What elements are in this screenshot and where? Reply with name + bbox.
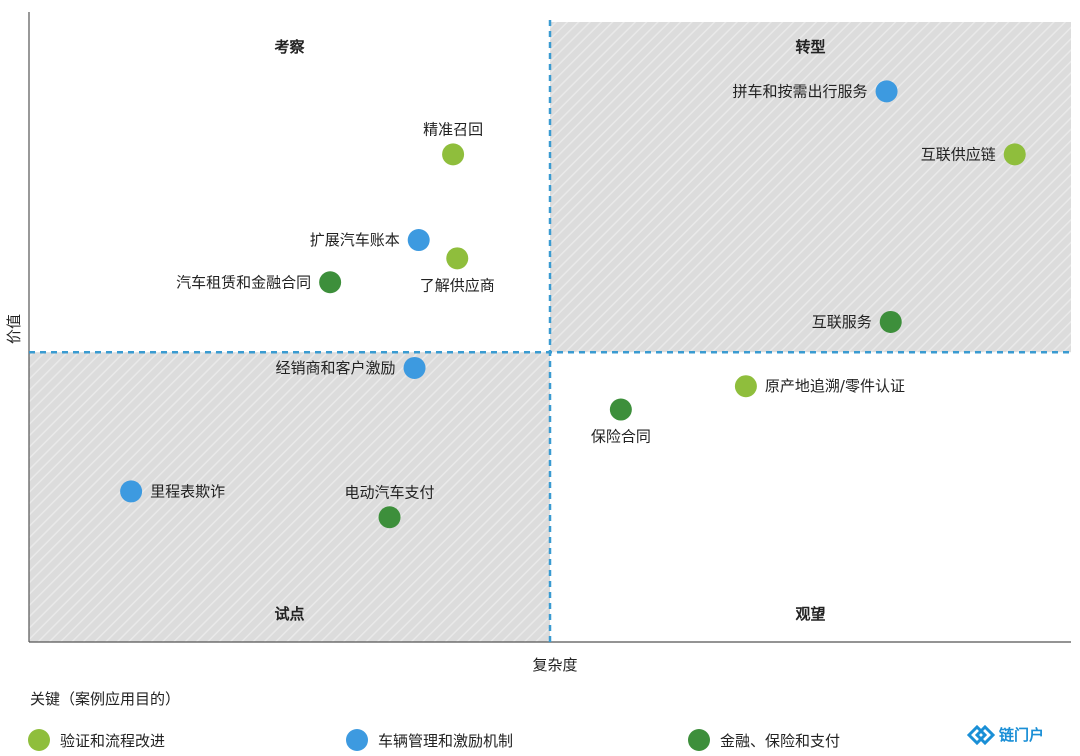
quadrant-bg-bottom-left	[29, 352, 550, 642]
data-label-s0-p3: 原产地追溯/零件认证	[765, 377, 905, 395]
legend-label-validation: 验证和流程改进	[60, 731, 166, 750]
logo-text: 链门户	[998, 726, 1044, 744]
data-label-s1-p3: 里程表欺诈	[150, 482, 225, 500]
quadrant-label-bottom-left: 试点	[274, 605, 304, 623]
x-axis-label: 复杂度	[532, 656, 577, 674]
data-point-s2-p1	[879, 310, 902, 333]
logo-icon	[966, 724, 995, 745]
data-label-s2-p1: 互联服务	[812, 313, 872, 331]
data-point-s2-p0	[319, 271, 342, 294]
legend-item-vehicle: 车辆管理和激励机制	[346, 728, 513, 752]
legend-item-validation: 验证和流程改进	[28, 728, 165, 752]
data-label-s2-p3: 电动汽车支付	[345, 483, 435, 501]
y-axis-label: 价值	[5, 314, 23, 344]
data-label-s0-p0: 精准召回	[423, 120, 483, 138]
data-point-s2-p3	[378, 506, 401, 529]
legend-item-finance: 金融、保险和支付	[688, 728, 840, 752]
data-point-s1-p3	[120, 480, 143, 503]
data-point-s1-p1	[407, 229, 430, 252]
legend-dot-vehicle	[346, 729, 368, 751]
data-point-s0-p0	[442, 143, 465, 166]
legend-label-finance: 金融、保险和支付	[720, 731, 841, 750]
legend-label-vehicle: 车辆管理和激励机制	[378, 731, 514, 750]
quadrant-label-top-left: 考察	[274, 38, 305, 56]
data-point-s1-p2	[403, 356, 426, 379]
data-label-s2-p0: 汽车租赁和金融合同	[176, 273, 311, 291]
data-point-s0-p1	[446, 247, 469, 270]
data-point-s0-p2	[1003, 143, 1026, 166]
quadrant-bg-top-right	[550, 22, 1071, 353]
data-label-s0-p2: 互联供应链	[921, 145, 996, 163]
legend-dot-validation	[28, 729, 50, 751]
legend-dot-finance	[688, 729, 710, 751]
quadrant-label-top-right: 转型	[795, 38, 825, 56]
data-label-s1-p1: 扩展汽车账本	[310, 231, 400, 249]
data-label-s2-p2: 保险合同	[591, 428, 651, 446]
data-label-s1-p0: 拼车和按需出行服务	[733, 82, 868, 100]
site-logo: 链门户	[966, 724, 1044, 745]
data-label-s1-p2: 经销商和客户激励	[276, 359, 396, 377]
legend-title: 关键（案例应用目的）	[30, 690, 181, 708]
data-label-s0-p1: 了解供应商	[420, 276, 495, 294]
data-point-s0-p3	[734, 375, 757, 398]
data-point-s2-p2	[609, 398, 632, 421]
data-point-s1-p0	[875, 80, 898, 103]
quadrant-label-bottom-right: 观望	[795, 605, 825, 623]
